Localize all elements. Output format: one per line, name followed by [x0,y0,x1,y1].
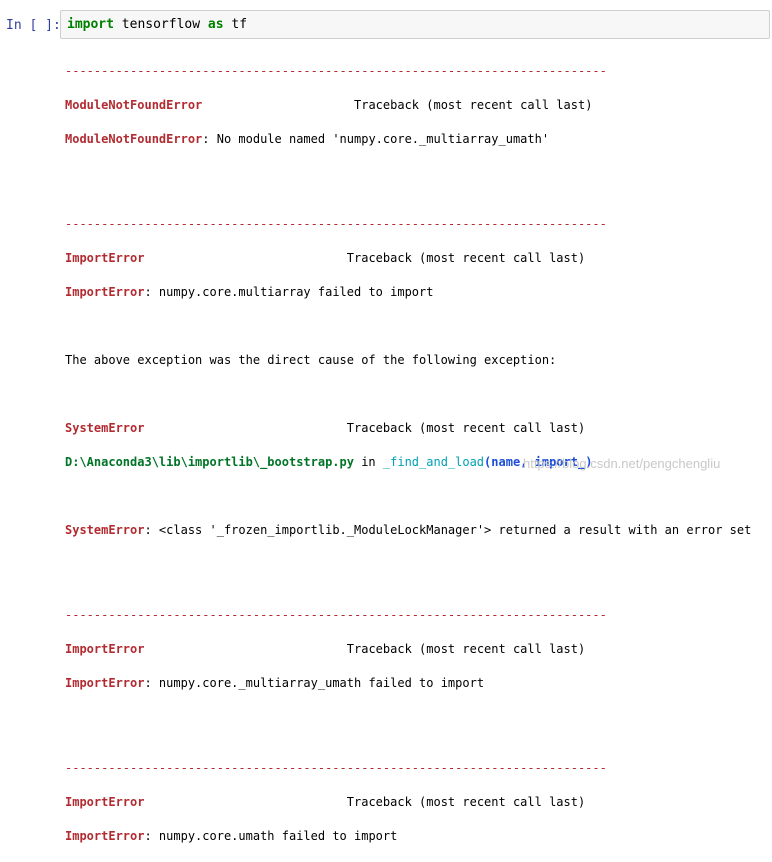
watermark: https://blog.csdn.net/pengchengliu [523,456,721,471]
error-text: : numpy.core.umath failed to import [144,829,398,843]
error-message: ModuleNotFoundError: No module named 'nu… [65,131,765,148]
traceback-label: Traceback (most recent call last) [346,251,586,265]
traceback-label: Traceback (most recent call last) [346,795,586,809]
function-name: _find_and_load [382,455,485,469]
traceback-header: SystemError Traceback (most recent call … [65,420,765,437]
error-text: : numpy.core._multiarray_umath failed to… [144,676,485,690]
header-padding [202,98,354,112]
header-padding [144,642,346,656]
error-name: ImportError [65,642,145,656]
traceback-header: ImportError Traceback (most recent call … [65,641,765,658]
in-text: in [353,455,383,469]
error-message: ImportError: numpy.core.umath failed to … [65,828,765,845]
cell-prompt: In [ ]: [6,18,61,33]
error-name: SystemError [65,421,145,435]
error-text: : <class '_frozen_importlib._ModuleLockM… [144,523,752,537]
error-message: SystemError: <class '_frozen_importlib._… [65,522,765,539]
file-path: D:\Anaconda3\lib\importlib\_bootstrap.py [65,455,354,469]
traceback-frame: D:\Anaconda3\lib\importlib\_bootstrap.py… [65,454,765,471]
cause-text: The above exception was the direct cause… [65,353,557,367]
error-name: SystemError [65,523,145,537]
header-padding [144,251,346,265]
traceback-label: Traceback (most recent call last) [346,421,586,435]
code-cell-input[interactable]: import tensorflow as tf [60,10,770,39]
traceback-label: Traceback (most recent call last) [346,642,586,656]
code-module: tensorflow [113,17,208,32]
separator-line: ----------------------------------------… [65,608,607,622]
header-padding [144,421,346,435]
traceback-label: Traceback (most recent call last) [354,98,593,112]
error-text: : No module named 'numpy.core._multiarra… [202,132,550,146]
traceback-header: ModuleNotFoundError Traceback (most rece… [65,97,765,114]
error-name: ImportError [65,285,145,299]
traceback-header: ImportError Traceback (most recent call … [65,794,765,811]
code-alias: tf [223,17,248,32]
separator-line: ----------------------------------------… [65,217,607,231]
keyword-import: import [67,17,114,32]
error-message: ImportError: numpy.core._multiarray_umat… [65,675,765,692]
keyword-as: as [207,17,224,32]
error-name: ModuleNotFoundError [65,132,203,146]
error-name: ImportError [65,251,145,265]
cell-output: ----------------------------------------… [65,46,765,862]
error-text: : numpy.core.multiarray failed to import [144,285,434,299]
header-padding [144,795,346,809]
traceback-header: ImportError Traceback (most recent call … [65,250,765,267]
separator-line: ----------------------------------------… [65,761,607,775]
error-name: ImportError [65,795,145,809]
separator-line: ----------------------------------------… [65,64,607,78]
error-name: ModuleNotFoundError [65,98,203,112]
error-name: ImportError [65,676,145,690]
error-message: ImportError: numpy.core.multiarray faile… [65,284,765,301]
function-params: (name, import_) [484,455,593,469]
error-name: ImportError [65,829,145,843]
